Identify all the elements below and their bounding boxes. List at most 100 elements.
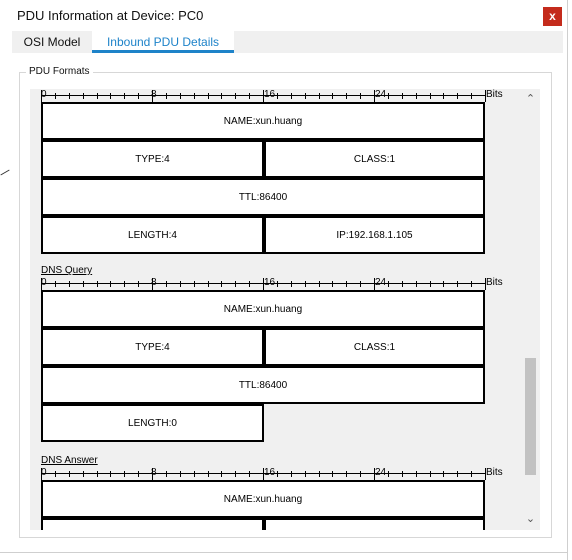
ruler-tick xyxy=(221,471,222,477)
ruler-tick xyxy=(332,281,333,287)
type-field: TYPE:4 xyxy=(41,140,264,178)
ruler-tick xyxy=(416,281,417,287)
length-field: LENGTH:4 xyxy=(41,216,264,254)
pdu-formats-label: PDU Formats xyxy=(26,66,93,77)
ruler-tick xyxy=(249,93,250,99)
class-field-partial xyxy=(264,518,485,530)
ruler-tick xyxy=(430,471,431,477)
ruler-tick xyxy=(457,93,458,99)
chevron-down-icon[interactable]: ⌄ xyxy=(525,513,536,525)
ruler-tick xyxy=(138,93,139,99)
type-field: TYPE:4 xyxy=(41,328,264,366)
ruler-tick xyxy=(235,471,236,477)
ruler-tick xyxy=(485,278,486,290)
ruler-tick xyxy=(235,93,236,99)
length-field: LENGTH:0 xyxy=(41,404,264,442)
ruler-tick xyxy=(110,281,111,287)
ruler-tick xyxy=(166,471,167,477)
type-field-partial xyxy=(41,518,264,530)
ruler-label-16: 16 xyxy=(264,467,276,478)
ruler-tick xyxy=(83,281,84,287)
name-field: NAME:xun.huang xyxy=(41,290,485,328)
ruler-tick xyxy=(249,471,250,477)
ruler-tick xyxy=(305,471,306,477)
title-bar[interactable]: PDU Information at Device: PC0 x xyxy=(0,0,572,32)
ruler-tick xyxy=(346,93,347,99)
ruler-tick xyxy=(263,90,264,102)
ruler-bits-label: Bits xyxy=(486,89,503,100)
ruler-tick xyxy=(194,281,195,287)
bit-ruler: 0 8 16 24 Bits xyxy=(41,278,511,290)
ruler-tick xyxy=(443,471,444,477)
ruler-tick xyxy=(194,471,195,477)
ruler-tick xyxy=(55,471,56,477)
ruler-tick xyxy=(208,471,209,477)
ttl-field: TTL:86400 xyxy=(41,178,485,216)
ruler-tick xyxy=(402,281,403,287)
ruler-tick xyxy=(319,471,320,477)
ruler-tick xyxy=(69,471,70,477)
ruler-tick xyxy=(457,471,458,477)
class-field: CLASS:1 xyxy=(264,328,485,366)
ruler-tick xyxy=(471,281,472,287)
outside-mark xyxy=(0,169,10,176)
pdu-scroll-area[interactable]: 0 8 16 24 Bits NAME:xun.huang TYPE:4 CLA… xyxy=(30,89,540,530)
ruler-tick xyxy=(305,281,306,287)
chevron-up-icon[interactable]: ⌃ xyxy=(525,93,536,105)
ruler-tick xyxy=(430,281,431,287)
dns-answer-title: DNS Answer xyxy=(41,455,98,466)
close-button[interactable]: x xyxy=(543,7,562,26)
name-field: NAME:xun.huang xyxy=(41,480,485,518)
ruler-tick xyxy=(97,471,98,477)
ruler-tick xyxy=(443,281,444,287)
ruler-tick xyxy=(388,471,389,477)
ruler-label-0: 0 xyxy=(41,89,47,100)
ruler-tick xyxy=(180,281,181,287)
ruler-label-24: 24 xyxy=(375,277,387,288)
ruler-tick xyxy=(332,471,333,477)
ruler-tick xyxy=(485,90,486,102)
ruler-label-24: 24 xyxy=(375,467,387,478)
ruler-tick xyxy=(235,281,236,287)
scroll-thumb[interactable] xyxy=(525,358,536,475)
ruler-tick xyxy=(360,471,361,477)
ruler-label-8: 8 xyxy=(151,277,157,288)
ruler-tick xyxy=(291,93,292,99)
ruler-tick xyxy=(124,471,125,477)
ruler-tick xyxy=(471,93,472,99)
ruler-tick xyxy=(208,281,209,287)
ruler-bits-label: Bits xyxy=(486,467,503,478)
ruler-tick xyxy=(402,471,403,477)
tab-bar: OSI Model Inbound PDU Details xyxy=(12,31,563,53)
ruler-tick xyxy=(374,90,375,102)
ip-field: IP:192.168.1.105 xyxy=(264,216,485,254)
tab-osi-model[interactable]: OSI Model xyxy=(12,31,92,53)
ruler-tick xyxy=(208,93,209,99)
ruler-tick xyxy=(83,93,84,99)
ruler-tick xyxy=(138,471,139,477)
ruler-tick xyxy=(194,93,195,99)
ttl-field: TTL:86400 xyxy=(41,366,485,404)
ruler-tick xyxy=(180,93,181,99)
ruler-tick xyxy=(138,281,139,287)
ruler-tick xyxy=(443,93,444,99)
window-title: PDU Information at Device: PC0 xyxy=(17,8,204,23)
ruler-tick xyxy=(485,468,486,480)
ruler-tick xyxy=(416,471,417,477)
ruler-tick xyxy=(319,93,320,99)
tab-inbound-pdu-details[interactable]: Inbound PDU Details xyxy=(92,31,234,53)
ruler-tick xyxy=(221,93,222,99)
ruler-tick xyxy=(374,278,375,290)
ruler-tick xyxy=(416,93,417,99)
ruler-tick xyxy=(360,281,361,287)
ruler-tick xyxy=(305,93,306,99)
bit-ruler: 0 8 16 24 Bits xyxy=(41,90,511,102)
vertical-scrollbar[interactable]: ⌃ ⌄ xyxy=(521,89,540,530)
ruler-tick xyxy=(124,93,125,99)
ruler-tick xyxy=(332,93,333,99)
ruler-bits-label: Bits xyxy=(486,277,503,288)
ruler-label-0: 0 xyxy=(41,467,47,478)
ruler-tick xyxy=(263,278,264,290)
pdu-formats-group xyxy=(19,72,552,538)
